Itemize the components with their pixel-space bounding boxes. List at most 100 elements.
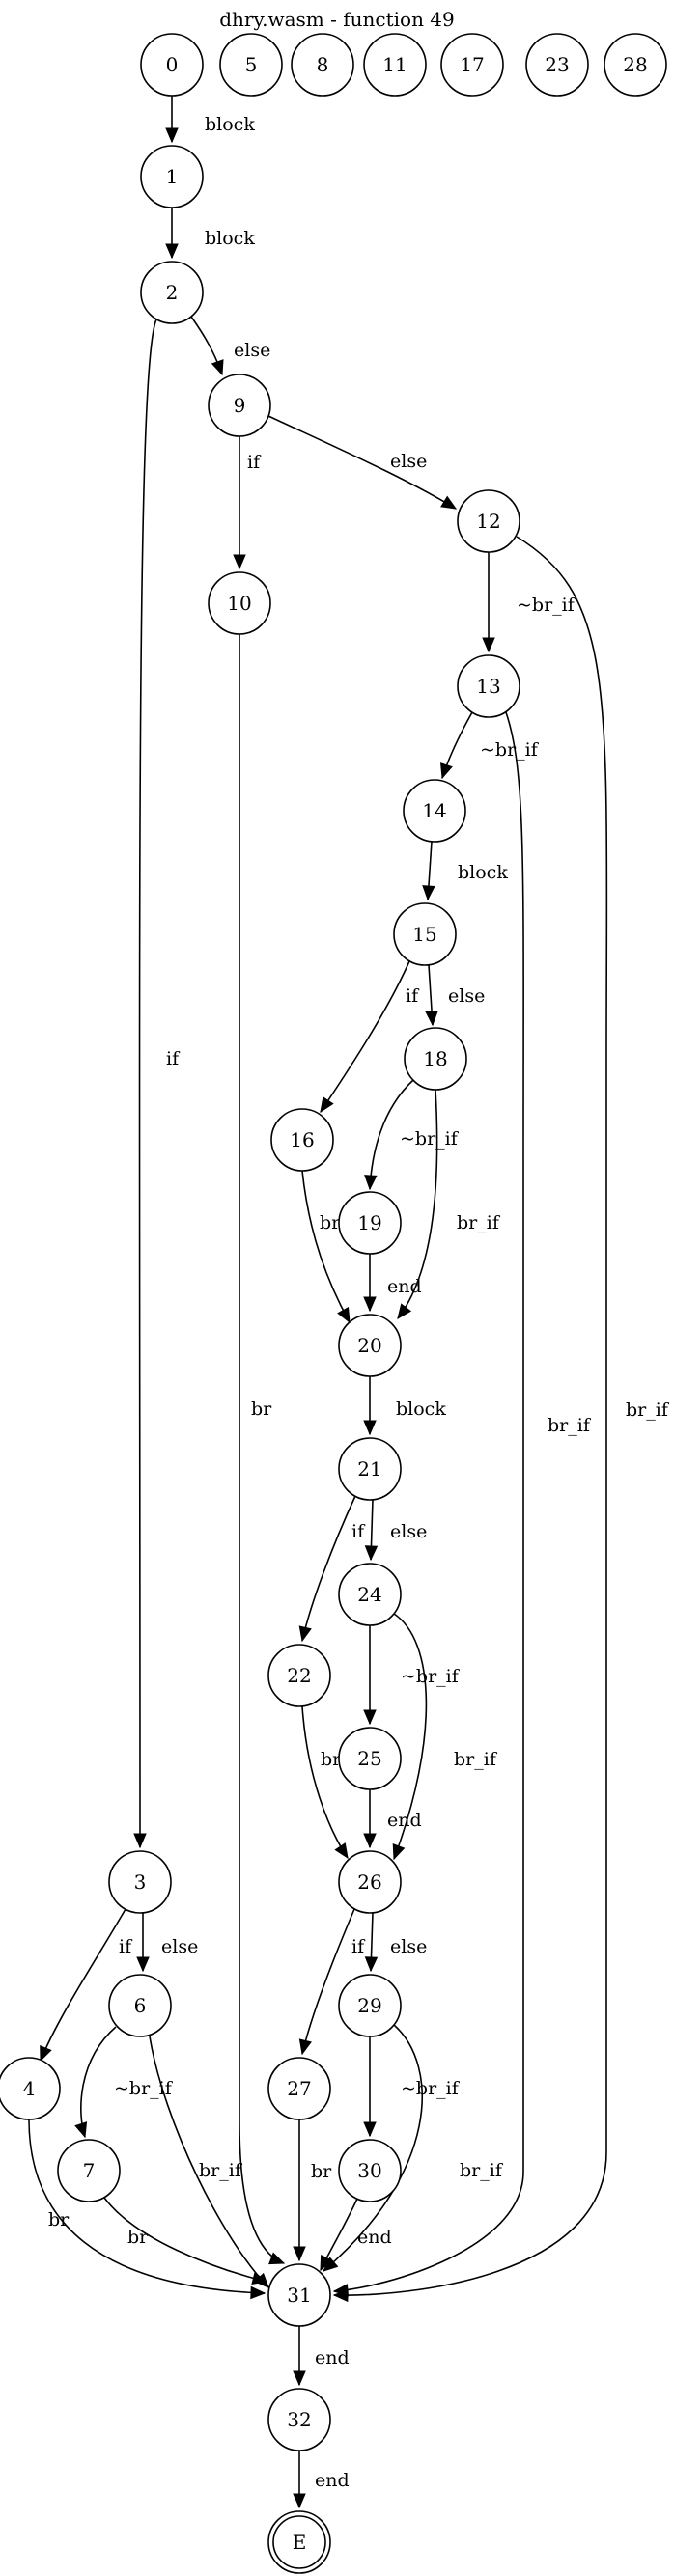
node-2: 2 bbox=[140, 261, 204, 324]
edge-line bbox=[301, 1495, 356, 1642]
edge-3-4: if bbox=[40, 1908, 133, 2063]
edge-line bbox=[267, 415, 457, 510]
node-14: 14 bbox=[403, 779, 466, 843]
node-inner-circle bbox=[272, 2515, 326, 2569]
edge-line bbox=[28, 2119, 266, 2294]
edge-line bbox=[301, 1908, 355, 2055]
edge-24-25: ~br_if bbox=[363, 1625, 461, 1726]
node-circle bbox=[338, 1314, 402, 1377]
node-label: 5 bbox=[245, 53, 258, 76]
edge-label: br bbox=[127, 2227, 149, 2248]
edge-12-13: ~br_if bbox=[482, 552, 576, 653]
node-label: 17 bbox=[460, 53, 484, 76]
edge-label: ~br_if bbox=[517, 595, 576, 616]
edge-label: if bbox=[351, 1936, 366, 1957]
node-18: 18 bbox=[404, 1027, 467, 1091]
edge-6-7: ~br_if bbox=[74, 2026, 174, 2139]
edge-arrowhead bbox=[320, 2255, 333, 2272]
node-circle bbox=[108, 1974, 172, 2037]
node-label: 8 bbox=[317, 53, 329, 76]
node-label: 6 bbox=[134, 1994, 147, 2017]
edge-arrowhead bbox=[364, 1956, 379, 1973]
node-label: 20 bbox=[357, 1334, 381, 1357]
edge-10-31: br bbox=[239, 634, 286, 2265]
edge-18-20: br_if bbox=[397, 1089, 501, 1320]
node-label: 3 bbox=[134, 1870, 147, 1894]
node-label: 16 bbox=[290, 1128, 314, 1151]
node-8: 8 bbox=[291, 33, 354, 97]
node-16: 16 bbox=[270, 1108, 334, 1172]
node-label: 15 bbox=[412, 923, 436, 946]
node-7: 7 bbox=[57, 2139, 121, 2202]
node-circle bbox=[270, 1108, 334, 1172]
node-label: 11 bbox=[382, 53, 407, 76]
edge-32-E: end bbox=[293, 2451, 350, 2509]
node-17: 17 bbox=[440, 33, 504, 97]
node-label: 28 bbox=[623, 53, 647, 76]
edge-line bbox=[103, 2197, 267, 2283]
edge-arrowhead bbox=[320, 1096, 334, 1114]
node-circle bbox=[338, 1974, 402, 2037]
node-label: 18 bbox=[423, 1047, 447, 1070]
edge-arrowhead bbox=[293, 2246, 306, 2262]
node-26: 26 bbox=[338, 1850, 402, 1914]
node-circle bbox=[338, 1850, 402, 1914]
edge-arrowhead bbox=[364, 1545, 379, 1562]
edge-24-26: br_if bbox=[392, 1613, 498, 1861]
node-E: E bbox=[267, 2510, 331, 2574]
edge-label: else bbox=[390, 1521, 427, 1542]
node-label: 31 bbox=[287, 2284, 311, 2307]
edge-line bbox=[301, 1705, 349, 1859]
node-circle bbox=[267, 2263, 331, 2327]
node-23: 23 bbox=[525, 33, 589, 97]
edge-label: br_if bbox=[199, 2160, 243, 2181]
node-label: 14 bbox=[422, 799, 446, 822]
node-label: 32 bbox=[287, 2408, 311, 2431]
node-circle bbox=[208, 571, 271, 635]
node-20: 20 bbox=[338, 1314, 402, 1377]
edge-line bbox=[149, 2036, 269, 2288]
node-5: 5 bbox=[219, 33, 283, 97]
node-circle bbox=[219, 33, 283, 97]
edge-arrowhead bbox=[440, 762, 453, 780]
edge-line bbox=[333, 711, 524, 2292]
node-1: 1 bbox=[140, 145, 204, 208]
node-circle bbox=[291, 33, 354, 97]
edge-arrowhead bbox=[74, 2121, 88, 2139]
edge-label: br_if bbox=[460, 2160, 504, 2181]
node-label: 29 bbox=[357, 1994, 381, 2017]
edge-12-31: br_if bbox=[332, 536, 670, 2303]
edge-label: br bbox=[311, 2161, 332, 2182]
node-circle bbox=[140, 145, 204, 208]
edge-18-19: ~br_if bbox=[364, 1079, 460, 1191]
node-24: 24 bbox=[338, 1563, 402, 1626]
edge-label: else bbox=[161, 1936, 198, 1957]
edge-arrowhead bbox=[364, 1175, 378, 1191]
edge-26-29: else bbox=[364, 1912, 427, 1973]
edge-arrowhead bbox=[268, 2252, 286, 2265]
edge-arrowhead bbox=[250, 2285, 267, 2300]
edge-arrowhead bbox=[133, 1833, 147, 1849]
node-9: 9 bbox=[208, 374, 271, 437]
edge-arrowhead bbox=[40, 2045, 52, 2063]
edge-arrowhead bbox=[392, 1843, 406, 1861]
edge-21-22: if bbox=[298, 1495, 366, 1643]
edge-19-20: end bbox=[363, 1254, 422, 1313]
node-circle bbox=[404, 1027, 467, 1091]
edge-label: if bbox=[247, 452, 262, 473]
edge-arrowhead bbox=[293, 2370, 306, 2387]
edge-26-27: if bbox=[298, 1908, 366, 2056]
edge-7-31: br bbox=[103, 2197, 268, 2285]
edge-1-2: block bbox=[165, 208, 255, 260]
edge-line bbox=[323, 2024, 423, 2272]
edge-arrowhead bbox=[363, 1420, 377, 1436]
edge-4-31: br bbox=[28, 2119, 267, 2300]
edge-label: block bbox=[205, 114, 255, 135]
edge-arrowhead bbox=[363, 1709, 377, 1726]
node-label: 0 bbox=[166, 53, 179, 76]
node-label: 22 bbox=[287, 1664, 311, 1687]
node-circle bbox=[267, 1644, 331, 1707]
edge-arrowhead bbox=[165, 127, 179, 144]
edge-line bbox=[320, 960, 410, 1113]
